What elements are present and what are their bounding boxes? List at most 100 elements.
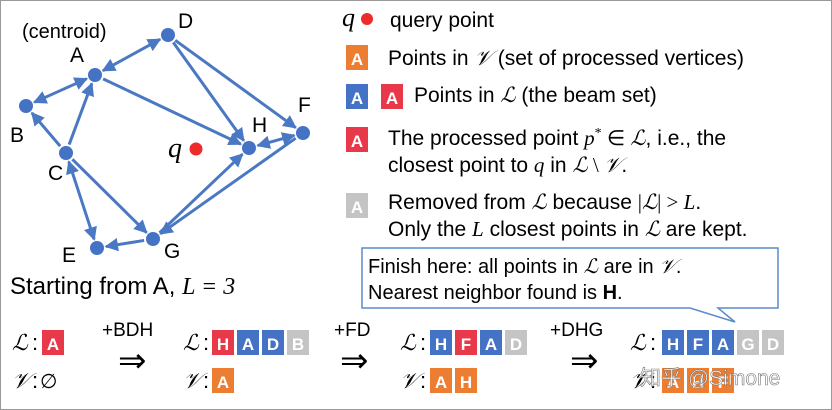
s2-L-box-letter-A: A <box>485 335 497 354</box>
legend-beam-swatch-blue <box>346 84 368 109</box>
s1-L-box-D <box>262 330 284 355</box>
edge-C-B <box>30 111 62 148</box>
s3-L-symbol: ℒ <box>630 330 647 355</box>
legend-processed-line2: closest point to q in ℒ \ 𝒱. <box>388 153 628 177</box>
callout-line2: Nearest neighbor found is H. <box>368 282 623 304</box>
legend-processed-swatch <box>346 127 368 152</box>
s3-V-box-letter-F: F <box>718 373 728 392</box>
edge-H-F <box>256 132 296 149</box>
s3-L-box-G <box>737 330 759 355</box>
s2-L-box-D <box>505 330 527 355</box>
node-label-H: H <box>252 114 267 137</box>
s2-V-box-H <box>455 368 477 393</box>
s3-V-box-letter-H: H <box>692 373 704 392</box>
node-label-D: D <box>178 10 193 33</box>
edge-C-E <box>66 160 97 241</box>
step1-implies-arrow: ⇒ <box>118 342 147 380</box>
legend-visited-text: Points in 𝒱 (set of processed vertices) <box>388 46 744 70</box>
s1-L-symbol: ℒ <box>183 330 200 355</box>
legend-removed-swatch <box>346 193 368 218</box>
node-D <box>161 28 175 42</box>
s1-L-box-letter-H: H <box>217 335 229 354</box>
edge-A-H <box>102 77 243 146</box>
legend-processed-line1: The processed point p* ∈ ℒ, i.e., the <box>388 126 726 150</box>
centroid-label: (centroid) <box>22 21 106 43</box>
s1-V-box-A <box>212 368 234 393</box>
s0-L-box-letter-A: A <box>47 335 59 354</box>
step2-implies-arrow: ⇒ <box>340 342 369 380</box>
node-label-A: A <box>70 44 84 67</box>
finish-callout <box>361 247 779 323</box>
s3-L-box-F <box>687 330 709 355</box>
watermark: 知乎 @Simone <box>640 367 780 390</box>
node-label-B: B <box>10 124 24 147</box>
legend-beam-text: Points in ℒ (the beam set) <box>414 83 657 107</box>
s2-L-symbol: ℒ <box>400 330 417 355</box>
node-C <box>59 146 73 160</box>
callout-line1: Finish here: all points in ℒ are in 𝒱. <box>368 256 682 278</box>
graph-edges <box>30 38 297 252</box>
legend-removed-line2: Only the L closest points in ℒ are kept. <box>388 217 748 241</box>
node-label-G: G <box>164 240 180 263</box>
s1-L-box-letter-D: D <box>267 335 279 354</box>
step3-operation: +DHG <box>550 320 603 341</box>
s3-L-box-letter-A: A <box>717 335 729 354</box>
legend-removed-swatch-letter: A <box>351 198 363 217</box>
s0-L-colon: : <box>32 330 38 355</box>
legend-query-text: query point <box>390 9 494 32</box>
s1-L-box-B <box>287 330 309 355</box>
edge-D-H <box>172 41 245 142</box>
graph-nodes: A B C D E F G H <box>10 10 311 267</box>
s1-L-box-letter-A: A <box>242 335 254 354</box>
node-G <box>146 232 160 246</box>
s3-L-box-A <box>712 330 734 355</box>
edge-A-B <box>32 77 89 104</box>
s3-L-box-letter-G: G <box>741 335 754 354</box>
node-H <box>242 141 256 155</box>
legend-beam-swatch-blue-letter: A <box>351 89 363 108</box>
s1-V-box-letter-A: A <box>217 373 229 392</box>
s3-L-box-letter-D: D <box>767 335 779 354</box>
step1-operation: +BDH <box>102 320 153 341</box>
legend-visited-swatch-letter: A <box>351 50 363 69</box>
step3-implies-arrow: ⇒ <box>570 342 599 380</box>
edge-G-E <box>104 237 145 252</box>
legend-visited-swatch <box>346 45 368 70</box>
s3-L-box-letter-H: H <box>667 335 679 354</box>
s2-V-box-letter-A: A <box>435 373 447 392</box>
s2-L-box-letter-H: H <box>435 335 447 354</box>
s2-L-box-letter-F: F <box>461 335 471 354</box>
s2-V-box-A <box>430 368 452 393</box>
s0-L-box-A <box>42 330 64 355</box>
legend-query-dot <box>361 13 373 25</box>
s3-V-box-letter-A: A <box>667 373 679 392</box>
s3-V-box-A <box>662 368 684 393</box>
s3-L-box-letter-F: F <box>693 335 703 354</box>
query-point-marker <box>189 142 203 156</box>
node-label-F: F <box>298 94 311 117</box>
s2-V-box-letter-H: H <box>460 373 472 392</box>
s1-L-colon: : <box>203 330 209 355</box>
legend-beam-swatch-red <box>381 84 403 109</box>
node-label-E: E <box>62 244 76 267</box>
s2-L-colon: : <box>420 330 426 355</box>
s2-L-box-H <box>430 330 452 355</box>
node-E <box>90 241 104 255</box>
s0-V-colon: : <box>32 368 38 393</box>
legend-processed-swatch-letter: A <box>351 132 363 151</box>
edge-F-G <box>159 136 297 236</box>
s2-L-box-A <box>480 330 502 355</box>
node-A <box>88 68 102 82</box>
legend-beam-swatch-red-letter: A <box>386 89 398 108</box>
s3-V-box-F <box>712 368 734 393</box>
s3-L-box-H <box>662 330 684 355</box>
edge-C-G <box>71 158 148 234</box>
s3-L-colon: : <box>650 330 656 355</box>
node-label-C: C <box>48 162 63 185</box>
edge-G-H <box>158 153 244 234</box>
starting-caption: Starting from A, L = 3 <box>10 273 235 300</box>
s3-V-box-H <box>687 368 709 393</box>
